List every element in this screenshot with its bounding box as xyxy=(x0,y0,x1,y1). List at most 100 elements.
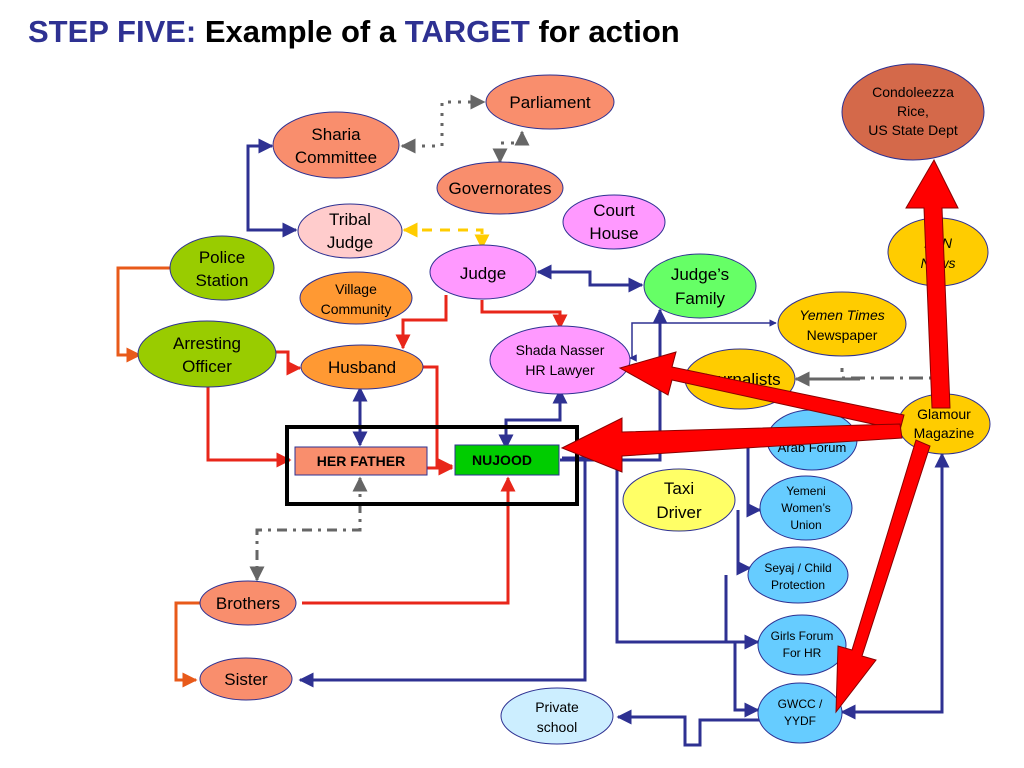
node-shada-label-1: Shada Nasser xyxy=(516,342,605,358)
node-police-station: Police Station xyxy=(169,235,275,301)
arrow-glamour-to-shada xyxy=(618,351,905,431)
node-family-label-2: Family xyxy=(675,289,726,308)
edge-police-officer xyxy=(116,266,172,363)
edge-officer-father xyxy=(206,382,292,468)
edge-father-brothers xyxy=(249,476,368,582)
node-court-label-1: Court xyxy=(593,201,635,220)
node-arresting-officer: Arresting Officer xyxy=(137,320,277,388)
edge-sharia-parliament xyxy=(400,94,486,154)
edge-nujood-sister xyxy=(298,456,587,688)
node-yemeni-womens-union: Yemeni Women’s Union xyxy=(759,475,853,541)
node-shada-label-2: HR Lawyer xyxy=(525,362,595,378)
node-condoleezza-rice: Condoleezza Rice, US State Dept xyxy=(841,63,985,161)
edge-sharia-tribal xyxy=(246,138,298,238)
node-village-label-1: Village xyxy=(335,281,377,297)
node-ywu-label-1: Yemeni xyxy=(786,484,826,498)
edge-trunk-gwcc xyxy=(733,642,760,718)
title-example: Example of a xyxy=(196,14,405,49)
edge-to-girls-forum xyxy=(615,468,760,650)
node-governorates-label: Governorates xyxy=(449,179,552,198)
node-taxi-driver: Taxi Driver xyxy=(622,468,736,532)
edge-brothers-nujood xyxy=(302,476,516,605)
node-officer-label-1: Arresting xyxy=(173,334,241,353)
node-sharia-committee: Sharia Committee xyxy=(272,111,400,179)
node-girls-label-1: Girls Forum xyxy=(771,629,834,643)
node-police-label-1: Police xyxy=(199,248,245,267)
node-glamour-label-1: Glamour xyxy=(917,406,971,422)
node-tribal-label-1: Tribal xyxy=(329,210,371,229)
node-ywu-label-3: Union xyxy=(790,518,821,532)
node-brothers-label: Brothers xyxy=(216,594,280,613)
arrow-glamour-to-rice xyxy=(905,158,959,409)
node-shada-nasser: Shada Nasser HR Lawyer xyxy=(489,325,631,395)
node-judge-label: Judge xyxy=(460,264,506,283)
node-glamour-magazine: Glamour Magazine xyxy=(897,393,991,455)
edge-trunk-seyaj xyxy=(736,510,752,576)
node-seyaj-label-1: Seyaj / Child xyxy=(764,561,831,575)
node-tribal-judge: Tribal Judge xyxy=(297,203,403,259)
node-judges-family: Judge’s Family xyxy=(643,253,757,319)
node-rice-label-3: US State Dept xyxy=(868,122,958,138)
node-glamour-label-2: Magazine xyxy=(914,425,975,441)
title-action: for action xyxy=(529,14,680,49)
node-court-label-2: House xyxy=(589,224,638,243)
node-gwcc-label-1: GWCC / xyxy=(778,697,823,711)
node-family-label-1: Judge’s xyxy=(671,265,729,284)
node-police-label-2: Station xyxy=(196,271,249,290)
node-gwcc: GWCC / YYDF xyxy=(757,682,843,744)
edge-shada-yemen-times xyxy=(629,319,777,362)
node-taxi-label-2: Driver xyxy=(656,503,702,522)
node-seyaj-label-2: Protection xyxy=(771,578,825,592)
edge-tribal-judge xyxy=(402,222,490,250)
node-sister: Sister xyxy=(199,657,293,701)
node-her-father: HER FATHER xyxy=(294,446,428,476)
node-private-school: Private school xyxy=(500,687,614,745)
title-target: TARGET xyxy=(404,14,530,49)
node-school-label-1: Private xyxy=(535,699,579,715)
node-parliament-label: Parliament xyxy=(509,93,591,112)
edge-judge-family xyxy=(536,264,644,293)
edge-officer-husband xyxy=(276,350,302,376)
node-girls-label-2: For HR xyxy=(783,646,822,660)
node-taxi-label-1: Taxi xyxy=(664,479,694,498)
node-rice-label-1: Condoleezza xyxy=(872,84,954,100)
node-yemen-times-label-2: Newspaper xyxy=(807,327,878,343)
edge-governorates-parliament xyxy=(492,130,530,164)
node-tribal-label-2: Judge xyxy=(327,233,373,252)
edge-trunk-ngos xyxy=(746,440,762,518)
node-seyaj: Seyaj / Child Protection xyxy=(747,546,849,604)
node-officer-label-2: Officer xyxy=(182,357,232,376)
node-gwcc-label-2: YYDF xyxy=(784,714,816,728)
slide-title: STEP FIVE: Example of a TARGET for actio… xyxy=(28,14,680,50)
node-sister-label: Sister xyxy=(224,670,268,689)
node-yemen-times: Yemen Times Newspaper xyxy=(777,291,907,357)
node-village-label-2: Community xyxy=(321,301,392,317)
glamour-target-arrows xyxy=(560,158,959,714)
node-school-label-2: school xyxy=(537,719,577,735)
title-step: STEP FIVE: xyxy=(28,14,197,49)
node-husband: Husband xyxy=(300,344,424,390)
edge-gwcc-school xyxy=(616,709,760,747)
node-rice-label-2: Rice, xyxy=(897,103,929,119)
node-husband-label: Husband xyxy=(328,358,396,377)
node-father-label: HER FATHER xyxy=(317,453,405,469)
node-parliament: Parliament xyxy=(485,74,615,130)
node-court-house: Court House xyxy=(562,194,666,250)
node-ywu-label-2: Women’s xyxy=(781,501,831,515)
target-box xyxy=(285,425,579,506)
arrow-glamour-to-nujood xyxy=(560,417,903,473)
node-village-community: Village Community xyxy=(299,271,413,325)
node-brothers: Brothers xyxy=(199,580,297,626)
edge-judge-shada xyxy=(480,300,568,330)
edge-shada-nujood xyxy=(498,388,568,450)
arrow-glamour-to-gwcc xyxy=(835,439,931,714)
node-governorates: Governorates xyxy=(436,161,564,215)
edge-glamour-gwcc xyxy=(840,452,950,720)
node-sharia-label-1: Sharia xyxy=(311,125,361,144)
node-judge: Judge xyxy=(429,244,537,300)
edge-brothers-sister xyxy=(174,601,204,688)
node-nujood-label: NUJOOD xyxy=(472,452,532,468)
node-nujood: NUJOOD xyxy=(454,444,560,476)
node-girls-forum: Girls Forum For HR xyxy=(757,614,847,676)
